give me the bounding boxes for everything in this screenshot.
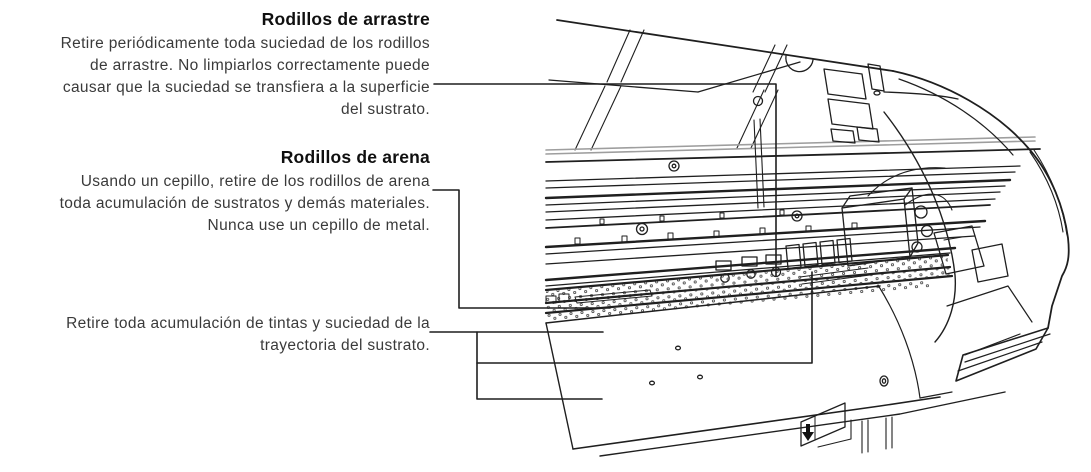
callout-lines bbox=[430, 84, 812, 399]
callout-heading: Rodillos de arena bbox=[280, 147, 430, 167]
callout-text-line: Retire periódicamente toda suciedad de l… bbox=[60, 35, 430, 52]
callout-arrastre: Rodillos de arrastre Retire periódicamen… bbox=[0, 9, 430, 121]
front-cover-and-stand bbox=[546, 323, 1005, 456]
callout-text-line: de arrastre. No limpiarlos correctamente… bbox=[89, 57, 430, 74]
media-path-strips bbox=[546, 255, 952, 323]
leader-trayectoria-c bbox=[477, 272, 812, 363]
callout-text-line: Retire toda acumulación de tintas y suci… bbox=[66, 315, 430, 332]
callout-text-line: trayectoria del sustrato. bbox=[260, 337, 430, 354]
right-side-cover bbox=[878, 71, 1069, 398]
callout-text-line: causar que la suciedad se transfiera a l… bbox=[62, 79, 430, 96]
down-arrow-icon bbox=[802, 424, 814, 441]
leader-arrastre bbox=[434, 84, 776, 276]
leader-trayectoria-b bbox=[477, 332, 602, 399]
printer-top-cover bbox=[546, 20, 1035, 154]
callout-text-line: Usando un cepillo, retire de los rodillo… bbox=[80, 173, 430, 190]
callout-text-line: Nunca use un cepillo de metal. bbox=[207, 217, 430, 234]
leader-arena bbox=[433, 190, 610, 308]
callout-text-line: toda acumulación de sustratos y demás ma… bbox=[59, 195, 430, 212]
panel-display bbox=[824, 69, 866, 99]
callout-text-line: del sustrato. bbox=[341, 101, 430, 118]
control-panel bbox=[824, 64, 958, 143]
callout-heading: Rodillos de arrastre bbox=[261, 9, 430, 29]
media-load-label bbox=[801, 403, 851, 447]
callout-arena: Rodillos de arena Usando un cepillo, ret… bbox=[0, 147, 430, 237]
rail-assembly bbox=[546, 149, 1040, 286]
callout-trayectoria: Retire toda acumulación de tintas y suci… bbox=[0, 313, 430, 357]
